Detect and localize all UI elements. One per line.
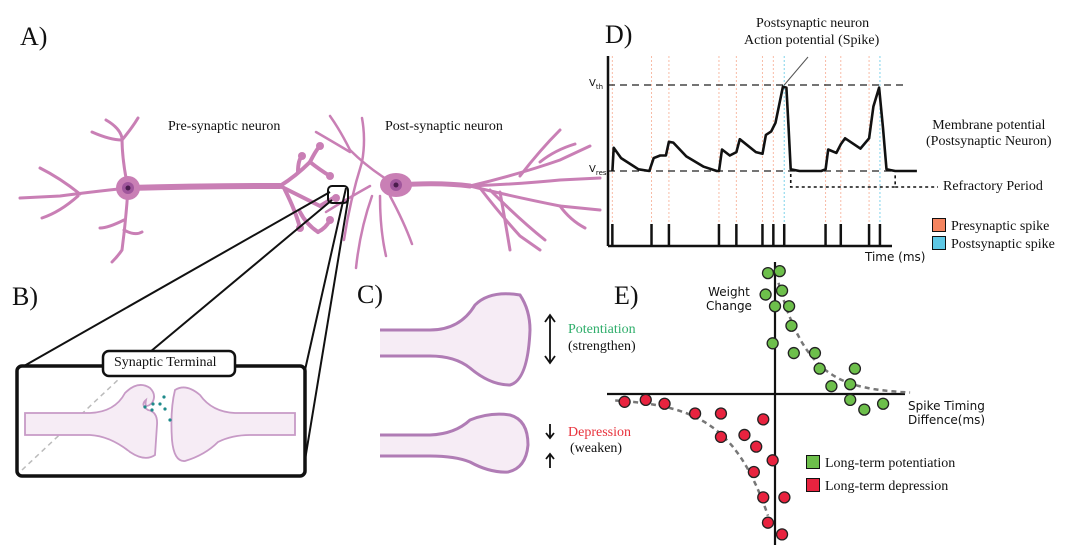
zoom-region-box (327, 185, 349, 204)
ltd-point (714, 430, 728, 444)
panel-c-letter: C) (357, 280, 383, 309)
vth-label: Vth (589, 78, 604, 91)
ltp-point (844, 393, 857, 407)
ltp-point (858, 403, 871, 416)
refractory-bracket (789, 174, 896, 188)
ltd-point (778, 491, 791, 504)
ltp-trend-line (777, 282, 911, 394)
ltp-point (761, 266, 775, 280)
spike-annotation-line2: Action potential (Spike) (744, 33, 880, 48)
ltd-point (738, 428, 751, 442)
ltd-trend-line (615, 399, 770, 517)
ltd-point (775, 528, 789, 541)
pre-synaptic-label: Pre-synaptic neuron (168, 119, 281, 134)
d-legend: Presynaptic spike Postsynaptic spike (932, 218, 1055, 254)
ltp-point (813, 362, 826, 375)
ltp-point (773, 264, 786, 278)
ltd-point (639, 393, 652, 407)
ltd-point (714, 407, 728, 420)
synaptic-terminal-title: Synaptic Terminal (114, 355, 217, 370)
refractory-period-label: Refractory Period (943, 179, 1043, 194)
ltp-point (768, 300, 782, 313)
panel-b-letter: B) (12, 282, 38, 311)
legend-presynaptic: Presynaptic spike (932, 218, 1055, 236)
ltd-swatch (806, 478, 820, 492)
post-synaptic-label: Post-synaptic neuron (385, 119, 503, 134)
ltd-point (761, 516, 775, 529)
vrest-label: Vrest (589, 164, 610, 177)
ltp-point (782, 300, 796, 313)
panel-a-letter: A) (20, 22, 48, 51)
presynaptic-swatch (932, 218, 946, 232)
ltd-point (750, 440, 763, 453)
ltd-point (757, 491, 770, 504)
ltd-point (688, 407, 702, 420)
postsynaptic-swatch (932, 236, 946, 250)
ltp-point (844, 378, 857, 391)
strengthen-label: (strengthen) (568, 339, 636, 354)
legend-ltp: Long-term potentiation (806, 452, 955, 475)
depression-label: Depression (568, 425, 631, 440)
ltd-point (766, 454, 779, 467)
depressed-spine (380, 412, 530, 474)
potentiation-label: Potentiation (568, 322, 636, 337)
neurotransmitter-vesicles (143, 395, 172, 422)
ltd-point (618, 395, 631, 408)
ltp-point (825, 380, 838, 393)
e-legend: Long-term potentiation Long-term depress… (806, 452, 955, 498)
ltp-point (775, 284, 789, 297)
legend-ltd: Long-term depression (806, 475, 955, 498)
membrane-potential-label: Membrane potential(Postsynaptic Neuron) (926, 118, 1052, 149)
ltp-point (787, 346, 800, 360)
spike-annotation-line1: Postsynaptic neuron (756, 16, 870, 31)
panel-e-letter: E) (614, 281, 639, 310)
ltd-point (757, 413, 770, 426)
ltp-point (785, 319, 798, 332)
ltp-point (759, 288, 772, 301)
postsynaptic-spine (170, 386, 296, 462)
legend-postsynaptic: Postsynaptic spike (932, 236, 1055, 254)
panel-d-letter: D) (605, 20, 633, 49)
annotation-pointer (783, 56, 809, 86)
ltp-point (848, 362, 862, 375)
presynaptic-bouton (24, 384, 158, 459)
ltp-point (808, 346, 822, 360)
potentiated-spine (380, 292, 532, 387)
ltp-point (876, 397, 890, 410)
synaptic-terminal-label-box (101, 349, 237, 378)
ltd-point (658, 397, 671, 410)
ltp-swatch (806, 455, 820, 469)
weaken-label: (weaken) (570, 441, 623, 456)
ltd-point (747, 465, 760, 479)
time-axis-label: Time (ms) (865, 250, 926, 264)
membrane-potential-line (611, 85, 917, 173)
ltp-point (766, 337, 779, 350)
